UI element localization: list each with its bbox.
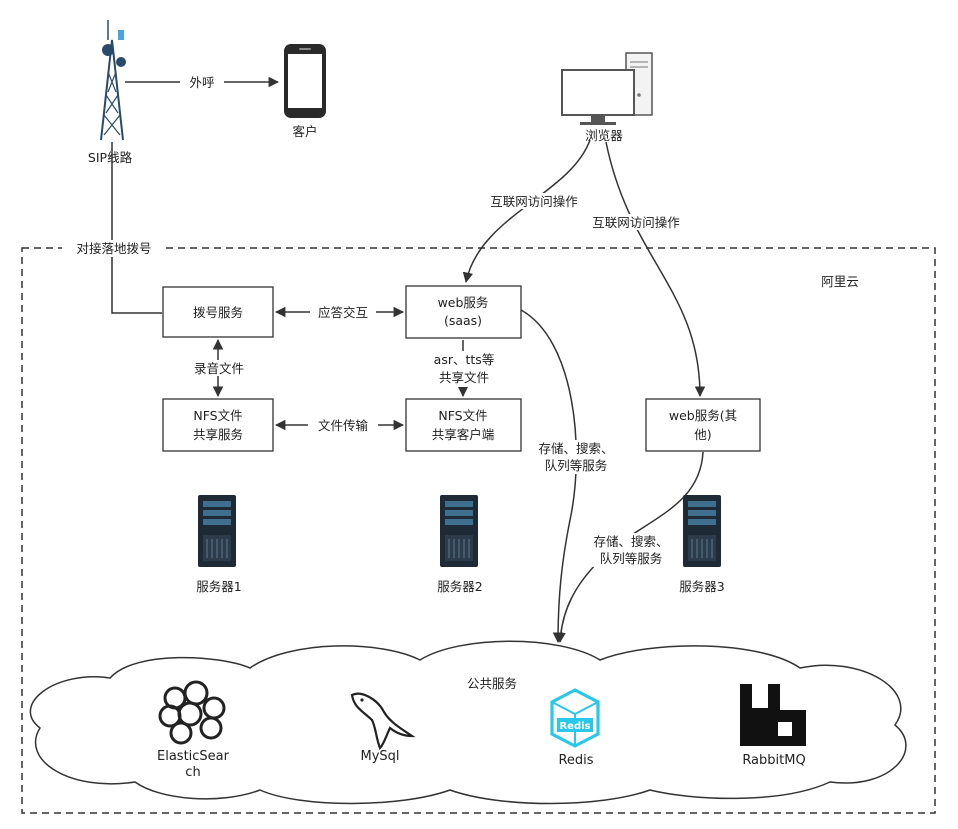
web-saas-node: web服务 (saas) bbox=[405, 285, 522, 339]
browser-to-web-other-arrow bbox=[605, 141, 706, 398]
nfs-client-label-line2: 共享客户端 bbox=[432, 427, 495, 442]
redis-label: Redis bbox=[558, 753, 593, 768]
storage-label-1-line2: 队列等服务 bbox=[545, 458, 608, 473]
server-3-label: 服务器3 bbox=[679, 579, 724, 594]
server-icon bbox=[683, 495, 721, 567]
elasticsearch-icon bbox=[158, 680, 226, 745]
aliyun-region bbox=[21, 247, 936, 814]
file-transfer-label: 文件传输 bbox=[318, 418, 369, 433]
nfs-server-label-line1: NFS文件 bbox=[193, 408, 242, 423]
server-icon bbox=[198, 495, 236, 567]
nfs-client-node: NFS文件 共享客户端 bbox=[405, 398, 522, 452]
web-saas-label-line1: web服务 bbox=[438, 295, 489, 310]
web-other-label-line2: 他) bbox=[694, 427, 711, 442]
storage-label-1-line1: 存储、搜索、 bbox=[538, 441, 613, 456]
web-other-node: web服务(其 他) bbox=[645, 398, 761, 452]
nfs-server-label-line2: 共享服务 bbox=[193, 427, 243, 442]
nfs-server-node: NFS文件 共享服务 bbox=[162, 398, 274, 452]
public-services-cloud bbox=[29, 640, 907, 805]
landline-dial-link bbox=[111, 142, 162, 314]
public-services-label: 公共服务 bbox=[467, 676, 517, 691]
web-saas-label-line2: (saas) bbox=[444, 313, 482, 328]
answer-interaction-label: 应答交互 bbox=[318, 305, 368, 320]
storage-label-2-line1: 存储、搜索、 bbox=[593, 534, 668, 549]
nfs-client-label-line1: NFS文件 bbox=[438, 408, 487, 423]
outbound-call-label: 外呼 bbox=[189, 75, 214, 90]
redis-icon: Redis bbox=[550, 688, 600, 748]
landline-dial-label: 对接落地拨号 bbox=[76, 241, 151, 256]
customer-label: 客户 bbox=[292, 124, 317, 139]
computer-icon bbox=[561, 52, 653, 125]
sip-tower-icon bbox=[100, 20, 126, 141]
saas-to-public-services-arrow bbox=[520, 309, 578, 644]
server-2-label: 服务器2 bbox=[437, 579, 482, 594]
mysql-label: MySql bbox=[360, 749, 399, 764]
web-access-label-2: 互联网访问操作 bbox=[592, 215, 680, 230]
recording-files-label: 录音文件 bbox=[194, 361, 244, 376]
server-icon bbox=[440, 495, 478, 567]
rabbitmq-label: RabbitMQ bbox=[742, 753, 805, 768]
elasticsearch-label-line1: ElasticSear bbox=[157, 749, 230, 764]
aliyun-label: 阿里云 bbox=[821, 274, 859, 289]
browser-to-saas-arrow bbox=[462, 139, 591, 284]
dial-service-label: 拨号服务 bbox=[193, 305, 243, 320]
shared-files-label-line2: 共享文件 bbox=[439, 370, 489, 385]
sip-label: SIP线路 bbox=[88, 150, 133, 165]
shared-files-label-line1: asr、tts等 bbox=[434, 352, 495, 367]
dial-service-node: 拨号服务 bbox=[162, 286, 274, 338]
svg-text:Redis: Redis bbox=[559, 721, 590, 732]
mysql-dolphin-icon bbox=[350, 692, 416, 750]
elasticsearch-label-line2: ch bbox=[185, 765, 200, 780]
phone-icon bbox=[284, 44, 326, 118]
storage-label-2-line2: 队列等服务 bbox=[600, 551, 663, 566]
browser-label: 浏览器 bbox=[585, 128, 623, 143]
rabbitmq-icon bbox=[740, 684, 806, 746]
web-access-label-1: 互联网访问操作 bbox=[490, 194, 578, 209]
web-other-label-line1: web服务(其 bbox=[669, 408, 737, 423]
server-1-label: 服务器1 bbox=[196, 579, 241, 594]
